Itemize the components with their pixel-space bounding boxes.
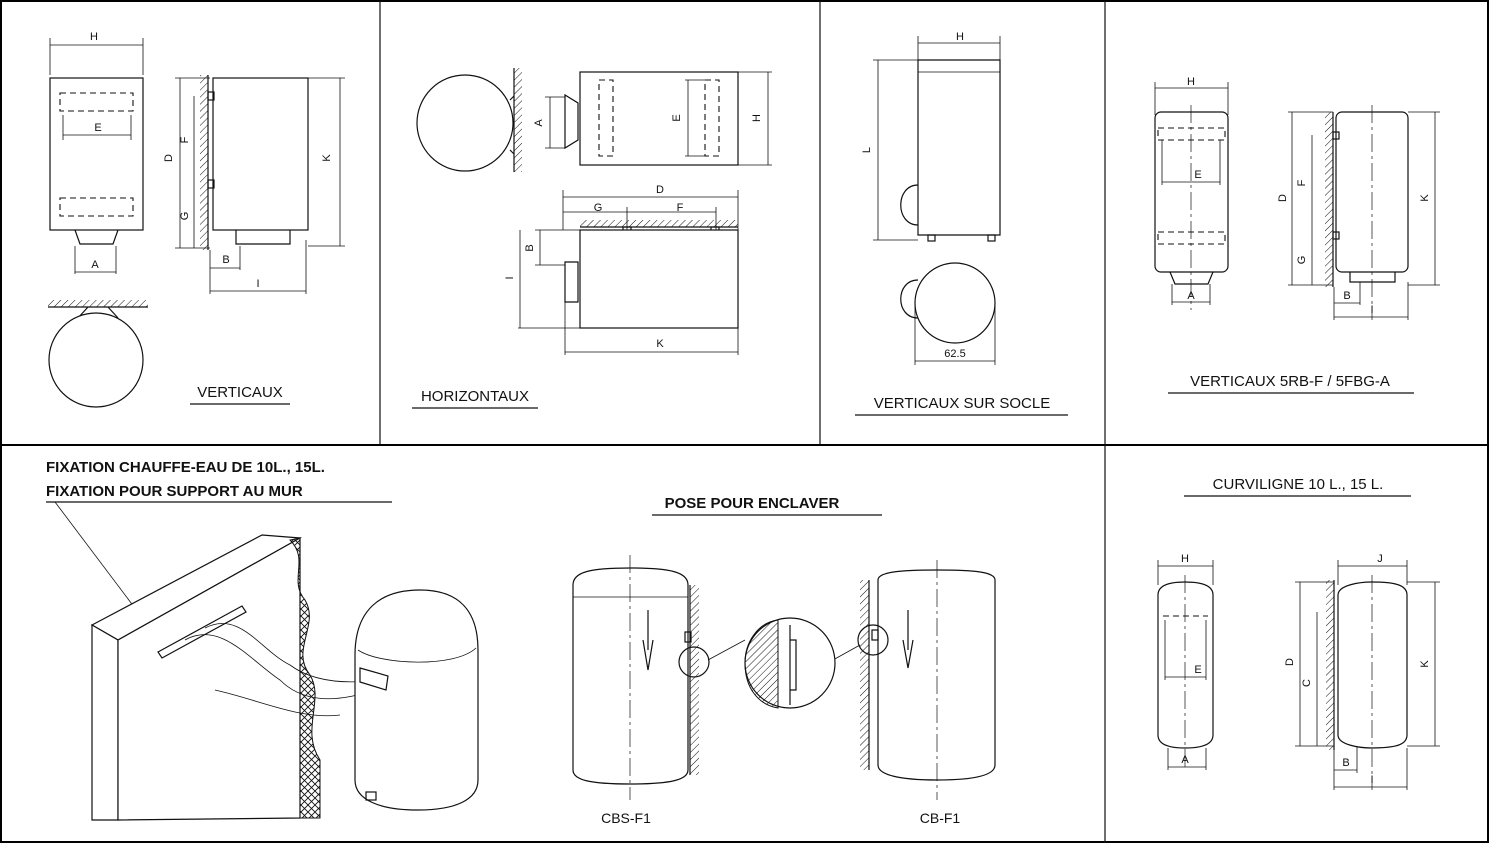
dim-label: D [163,154,175,162]
panel-curviligne: CURVILIGNE 10 L., 15 L. H E A J [1157,476,1440,790]
front-view: H E A [49,31,144,274]
dim-label: A [1187,290,1195,302]
dim-label: D [1284,658,1296,666]
dim-label: G [1296,256,1308,265]
dim-label: D [656,184,664,196]
dim-label: F [1296,179,1308,186]
dim-label: 62.5 [944,348,965,360]
caption-curviligne: CURVILIGNE 10 L., 15 L. [1213,476,1384,493]
front-view: H E A [1154,76,1229,310]
dim-label: K [1419,194,1431,202]
dim-label: I [1370,304,1373,316]
panel-horizontaux: A E H D G F [412,68,772,409]
caption-horizontaux: HORIZONTAUX [421,388,529,405]
end-view [416,68,522,172]
dim-label: I [1370,774,1373,786]
caption-verticaux-5rb: VERTICAUX 5RB-F / 5FBG-A [1190,373,1390,390]
model-label-left: CBS-F1 [601,810,651,826]
dim-label: H [90,31,98,43]
dim-label: K [656,338,664,350]
dim-label: B [222,254,229,266]
dim-label: A [1181,754,1189,766]
dim-label: G [594,202,603,214]
dim-label: B [1342,757,1349,769]
model-cbs-f1 [572,555,710,800]
side-view: J D C K B I [1284,553,1440,790]
dim-label: I [256,278,259,290]
side-view: H L [861,31,1001,242]
panel-fixation: FIXATION CHAUFFE-EAU DE 10L., 15L. FIXAT… [46,459,479,821]
model-cb-f1 [857,560,996,800]
wall-illustration [90,534,381,821]
dim-label: F [179,136,191,143]
dim-label: E [1194,169,1201,181]
panel-verticaux-5rb: H E A D F [1154,76,1440,394]
dim-label: A [91,259,99,271]
side-view-bottom: D G F B I K [504,184,739,355]
dim-label: H [1187,76,1195,88]
dim-label: D [1277,194,1289,202]
dim-label: E [1194,664,1201,676]
dim-label: H [956,31,964,43]
panel-verticaux: H E A D F [48,31,345,408]
top-view: 62.5 [900,262,996,365]
caption-verticaux: VERTICAUX [197,384,283,401]
dim-label: G [179,212,191,221]
side-view-top: A E H [533,71,772,166]
dim-label: C [1301,679,1313,687]
panel-enclaver: POSE POUR ENCLAVER CB [572,495,996,826]
dim-label: F [677,202,684,214]
front-view: H E A [1157,553,1214,770]
dim-label: E [94,122,101,134]
dim-label: A [533,119,545,127]
dim-label: K [1419,660,1431,668]
top-view [48,300,148,408]
fixation-line-2: FIXATION POUR SUPPORT AU MUR [46,483,303,500]
fixation-line-1: FIXATION CHAUFFE-EAU DE 10L., 15L. [46,459,325,476]
side-view: D F G K B I [1277,105,1440,320]
caption-enclaver: POSE POUR ENCLAVER [665,495,840,512]
caption-socle: VERTICAUX SUR SOCLE [874,395,1050,412]
dim-label: B [524,244,536,251]
dim-label: H [751,114,763,122]
panel-socle: H L 62.5 VERTICAUX SUR SOCLE [855,31,1068,416]
dim-label: B [1343,290,1350,302]
dim-label: I [504,276,516,279]
detail-zoom [707,617,861,709]
dim-label: E [671,114,683,121]
side-view: D F G K B I [163,75,345,294]
dim-label: H [1181,553,1189,565]
dim-label: K [321,154,333,162]
dim-label: J [1377,553,1383,565]
dim-label: L [861,147,873,153]
heater-illustration [354,589,479,811]
model-label-right: CB-F1 [920,810,961,826]
